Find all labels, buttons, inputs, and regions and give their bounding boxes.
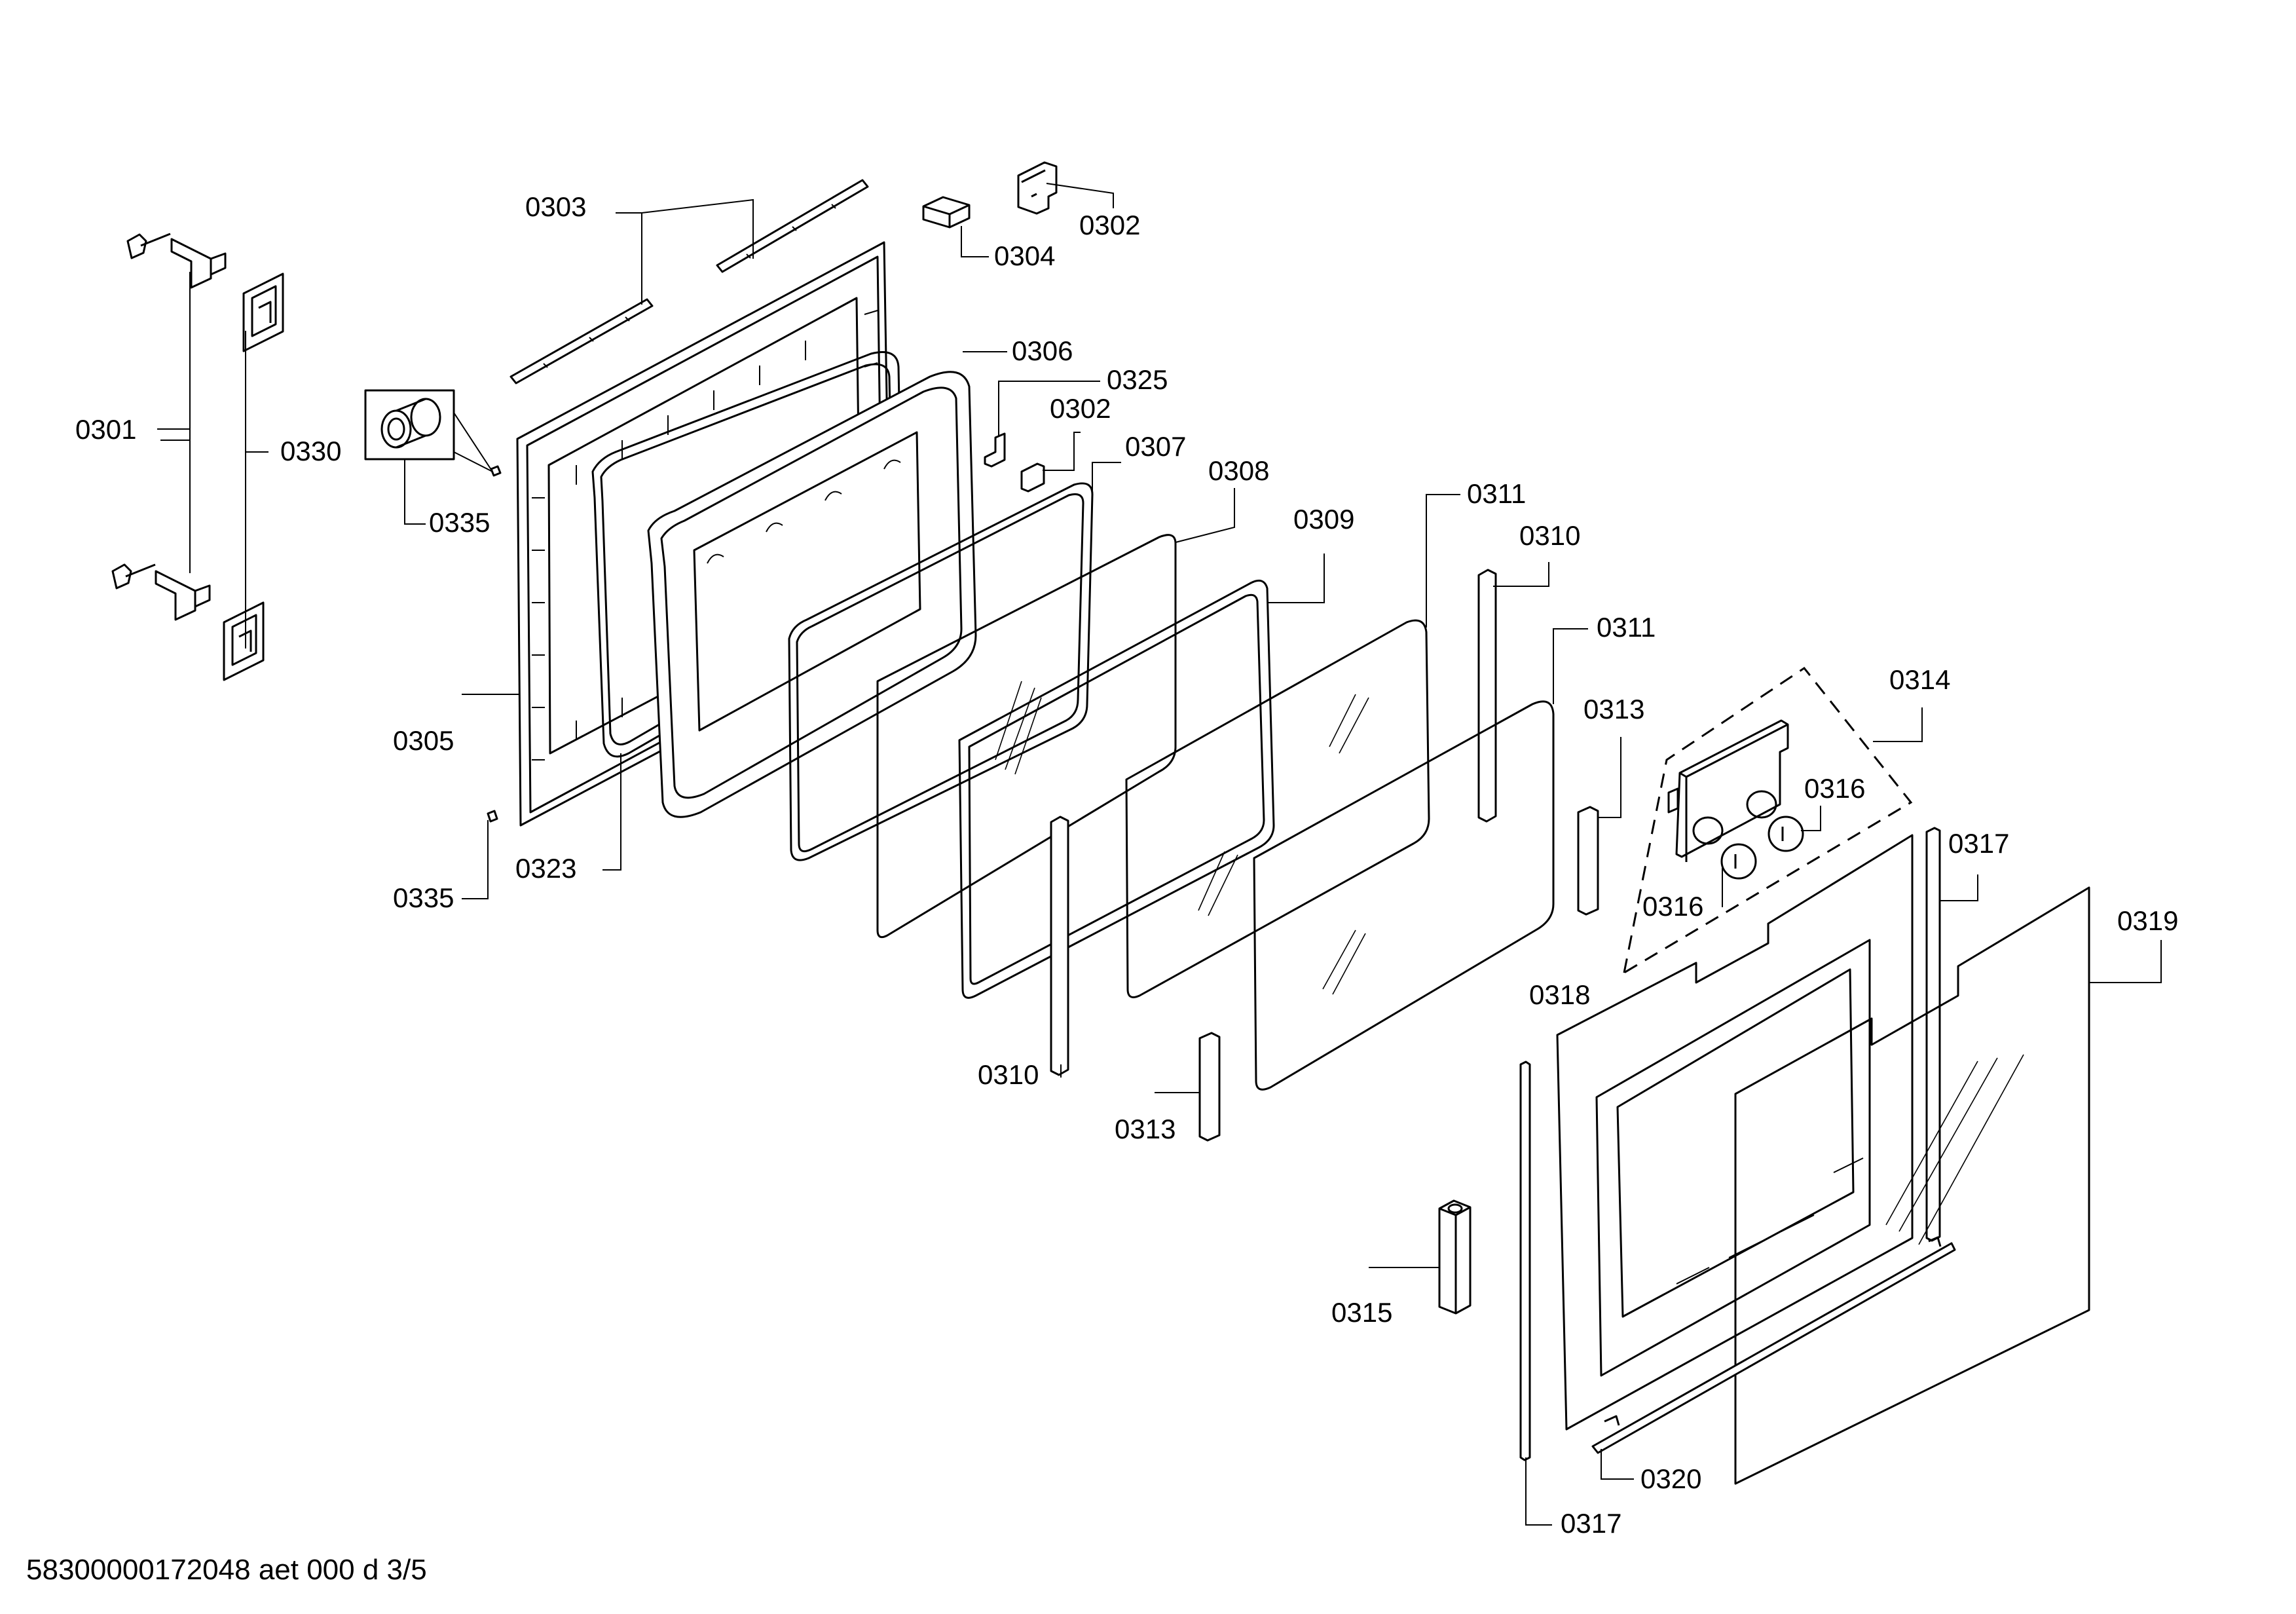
callout-0314: 0314 bbox=[1889, 664, 1950, 695]
hinge-cover-top bbox=[242, 272, 284, 352]
seal-ring bbox=[788, 482, 1094, 861]
glass-pane-0311-upper bbox=[1125, 619, 1430, 998]
side-strip-0310-right bbox=[1477, 569, 1497, 823]
bracket-0325 bbox=[984, 432, 1006, 468]
callout-0308: 0308 bbox=[1208, 455, 1269, 486]
hinge-cover-bottom bbox=[223, 601, 265, 681]
clip-small bbox=[487, 810, 498, 823]
block-0304 bbox=[922, 196, 971, 229]
inner-liner-panel bbox=[647, 371, 977, 818]
trim-strip-right bbox=[716, 179, 869, 273]
callout-0310-bottom: 0310 bbox=[978, 1059, 1039, 1090]
clip-0313-right bbox=[1577, 806, 1599, 916]
leader-lines bbox=[157, 183, 2162, 1526]
callout-0320: 0320 bbox=[1640, 1463, 1701, 1494]
bracket-0302-top bbox=[1017, 161, 1058, 215]
callout-0318: 0318 bbox=[1529, 979, 1590, 1010]
callout-0323: 0323 bbox=[515, 853, 576, 884]
control-panel-group bbox=[1622, 666, 1913, 975]
callout-0317-top: 0317 bbox=[1948, 828, 2009, 859]
clip-0313-bottom bbox=[1198, 1032, 1221, 1142]
side-strip-0310-left bbox=[1050, 816, 1069, 1076]
callout-0302-top: 0302 bbox=[1079, 210, 1140, 240]
glass-pane-0311-lower bbox=[1253, 700, 1555, 1091]
callout-0302-mid: 0302 bbox=[1050, 393, 1111, 424]
document-id: 58300000172048 aet 000 d 3/5 bbox=[26, 1554, 427, 1586]
callout-0304: 0304 bbox=[994, 240, 1055, 271]
outer-door-frame bbox=[1556, 834, 1914, 1431]
callout-0330: 0330 bbox=[280, 436, 341, 466]
callout-0310-top: 0310 bbox=[1519, 520, 1580, 551]
knob-0316-right bbox=[1768, 816, 1804, 852]
bracket-0302-mid bbox=[1020, 462, 1045, 493]
callout-0335-bottom: 0335 bbox=[393, 882, 454, 913]
strip-0317-bottom bbox=[1519, 1060, 1531, 1461]
strip-0317-top bbox=[1925, 827, 1941, 1242]
knob-0316-left bbox=[1720, 843, 1757, 880]
callout-0316-left: 0316 bbox=[1642, 891, 1703, 922]
callout-0335-top: 0335 bbox=[429, 507, 490, 538]
callout-0315: 0315 bbox=[1331, 1297, 1392, 1328]
callout-0325: 0325 bbox=[1107, 364, 1168, 395]
outer-glass-0319 bbox=[1734, 886, 2090, 1485]
callout-0311-top: 0311 bbox=[1467, 478, 1526, 509]
callout-0319: 0319 bbox=[2117, 905, 2178, 936]
callout-0307: 0307 bbox=[1125, 431, 1186, 462]
callout-0303: 0303 bbox=[525, 191, 586, 222]
callout-0313-right: 0313 bbox=[1583, 694, 1644, 724]
bottom-trim-0320 bbox=[1591, 1236, 1956, 1454]
callout-0301: 0301 bbox=[75, 414, 136, 445]
hinge-bracket-top bbox=[126, 233, 227, 289]
callout-0306: 0306 bbox=[1012, 335, 1073, 366]
callout-0305: 0305 bbox=[393, 725, 454, 756]
callout-0309: 0309 bbox=[1293, 504, 1354, 535]
callout-0316-right: 0316 bbox=[1804, 773, 1865, 804]
callout-0313-bottom: 0313 bbox=[1115, 1114, 1176, 1144]
callout-0317-bottom: 0317 bbox=[1561, 1508, 1621, 1539]
bushing-detail bbox=[364, 389, 502, 477]
handle-cap-0315 bbox=[1438, 1199, 1472, 1315]
hinge-bracket-bottom bbox=[111, 563, 211, 621]
callout-0311-mid: 0311 bbox=[1597, 612, 1656, 643]
glass-frame-0309 bbox=[958, 579, 1275, 999]
trim-strip-left bbox=[509, 298, 654, 385]
